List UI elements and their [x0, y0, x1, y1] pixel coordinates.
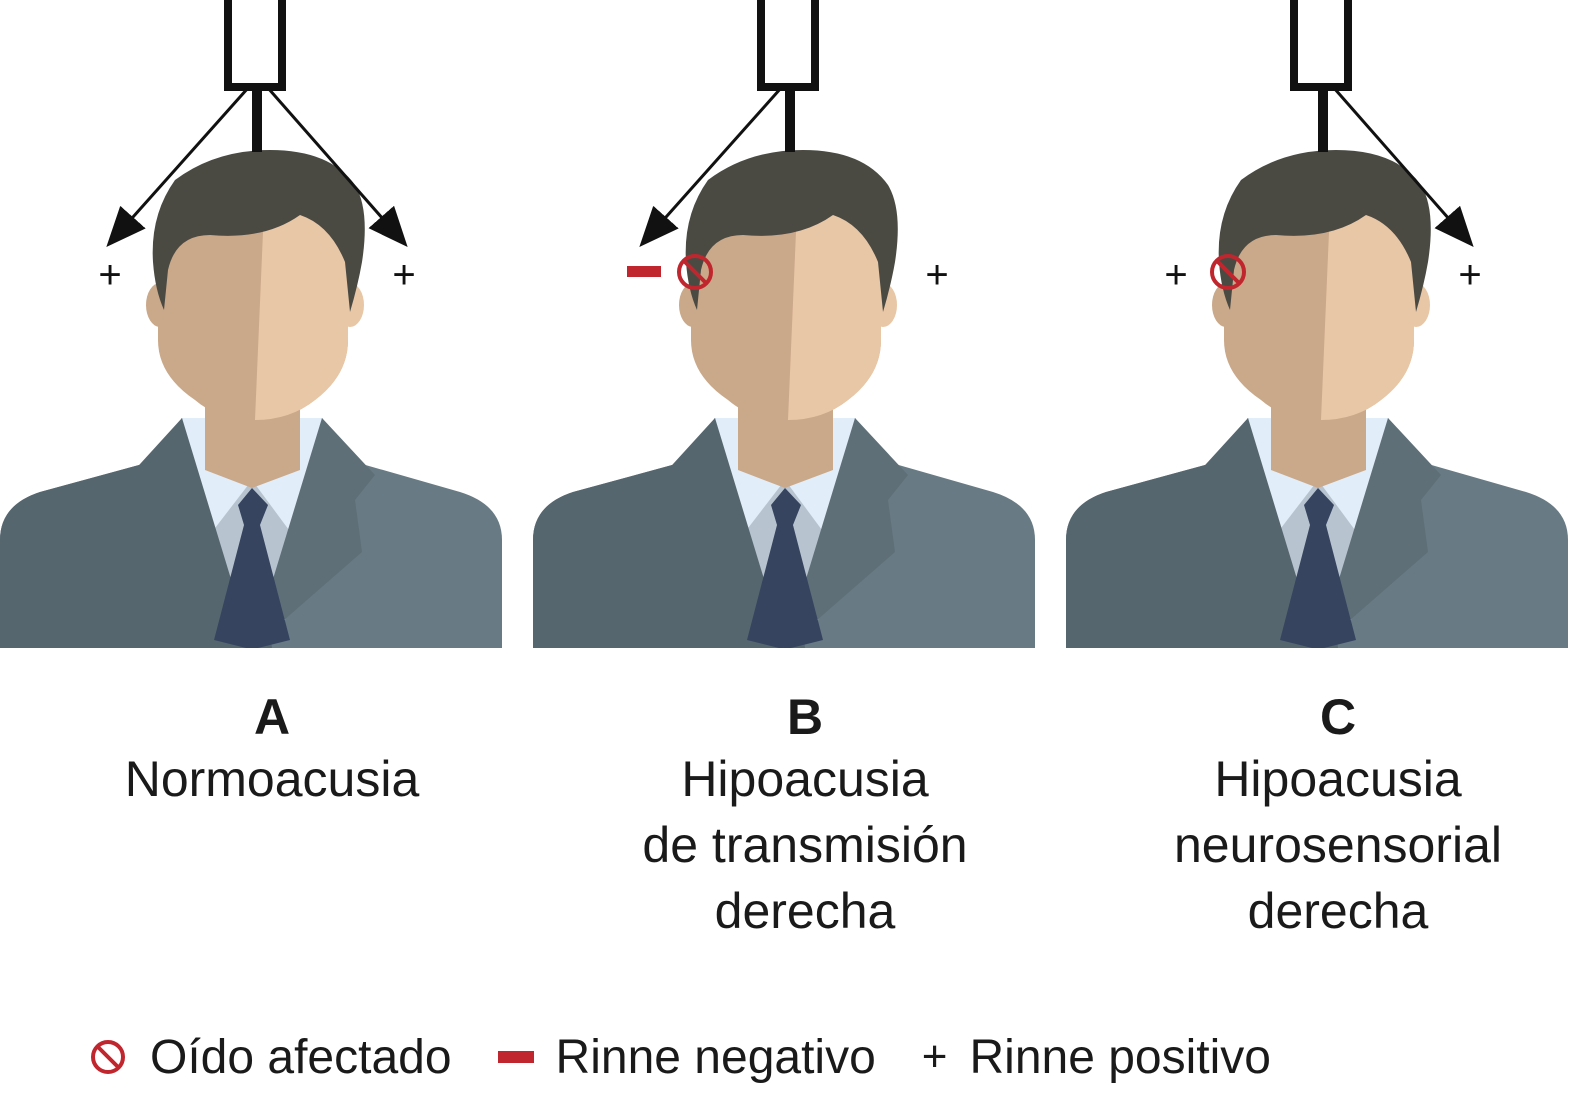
tuning-fork-icon: [1290, 0, 1352, 91]
panel-a: ++: [0, 0, 502, 648]
legend-item-rinne-positive: + Rinne positivo: [922, 1030, 1271, 1085]
rinne-left-mark: +: [98, 253, 121, 297]
affected-ear-icon: [1210, 254, 1246, 290]
caption-a: A Normoacusia: [12, 688, 532, 812]
caption-line: de transmisión: [642, 817, 968, 873]
legend: Oído afectado Rinne negativo + Rinne pos…: [88, 1024, 1271, 1090]
lapel-right: [252, 418, 375, 648]
arrow-left: [639, 87, 783, 247]
caption-line: derecha: [1247, 883, 1429, 939]
panel-letter: B: [786, 689, 824, 745]
arrow-right: [266, 87, 408, 248]
panel-letter: A: [253, 689, 291, 745]
lapel-left: [663, 418, 785, 648]
caption-line: neurosensorial: [1174, 817, 1502, 873]
tuning-fork-icon: [757, 0, 819, 91]
necktie: [1280, 488, 1356, 648]
rinne-right-mark: +: [392, 253, 415, 297]
caption-b: B Hipoacusia de transmisión derecha: [545, 688, 1065, 944]
face-light: [1321, 185, 1414, 420]
lapel-right: [785, 418, 908, 648]
plus-icon: +: [921, 1032, 948, 1081]
tuning-fork-icon: [224, 0, 286, 91]
necktie: [214, 488, 290, 648]
panel-b: +: [533, 0, 1035, 648]
legend-item-rinne-negative: Rinne negativo: [497, 1030, 876, 1085]
legend-affected-label: Oído afectado: [150, 1030, 452, 1084]
rinne-negative-mark: [627, 266, 661, 277]
hair: [1218, 150, 1431, 312]
caption-line: Hipoacusia: [681, 751, 929, 807]
rinne-right-mark: +: [1458, 253, 1481, 297]
legend-negative-label: Rinne negativo: [555, 1030, 876, 1084]
caption-c: C Hipoacusia neurosensorial derecha: [1078, 688, 1579, 944]
lapel-right: [1318, 418, 1441, 648]
panel-c: ++: [1066, 0, 1568, 648]
legend-positive-label: Rinne positivo: [969, 1030, 1271, 1084]
caption-line: Hipoacusia: [1214, 751, 1462, 807]
face-light: [788, 185, 881, 420]
lapel-left: [1196, 418, 1318, 648]
necktie: [747, 488, 823, 648]
rinne-left-mark: +: [1164, 253, 1187, 297]
neck: [738, 395, 833, 488]
face-light: [255, 185, 348, 420]
hair: [152, 150, 365, 312]
legend-item-affected-ear: Oído afectado: [88, 1030, 452, 1085]
rinne-right-mark: +: [925, 253, 948, 297]
hair: [685, 150, 898, 312]
neck: [1271, 395, 1366, 488]
arrow-right: [1332, 87, 1474, 248]
affected-ear-icon: [677, 254, 713, 290]
lapel-left: [130, 418, 252, 648]
caption-line: derecha: [714, 883, 896, 939]
neck: [205, 395, 300, 488]
prohibited-icon: [88, 1037, 128, 1077]
arrow-left: [106, 87, 250, 247]
panel-letter: C: [1319, 689, 1357, 745]
caption-line: Normoacusia: [124, 751, 420, 807]
minus-icon: [497, 1051, 534, 1063]
